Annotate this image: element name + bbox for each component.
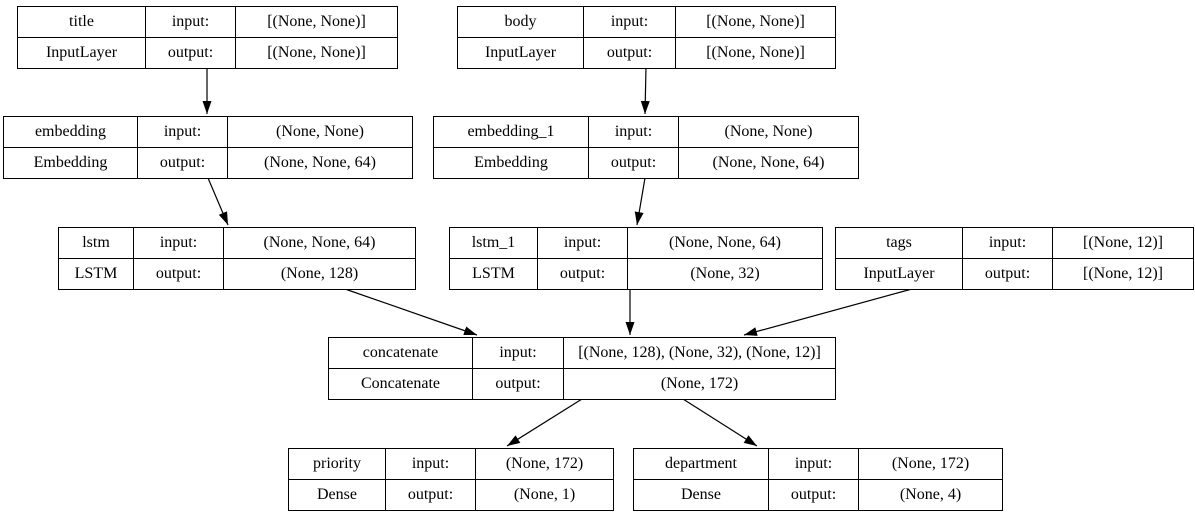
- output-shape: (None, 1): [475, 479, 614, 511]
- input-label: input:: [472, 337, 564, 369]
- input-shape: (None, 172): [475, 448, 614, 480]
- edge-concatenate-to-department: [682, 398, 758, 447]
- edge-embedding-to-lstm: [207, 177, 229, 226]
- input-shape: [(None, None)]: [675, 6, 836, 38]
- input-shape: (None, None): [678, 116, 859, 148]
- layer-name: concatenate: [328, 337, 473, 369]
- output-label: output:: [962, 258, 1053, 290]
- layer-name: lstm_1: [449, 227, 538, 259]
- input-label: input:: [588, 116, 679, 148]
- layer-type: InputLayer: [457, 37, 584, 69]
- layer-type: LSTM: [58, 258, 134, 290]
- layer-name: body: [457, 6, 584, 38]
- layer-name: title: [17, 6, 146, 38]
- layer-node-embedding_1: embedding_1 input: (None, None) Embeddin…: [433, 116, 859, 179]
- output-label: output:: [583, 37, 676, 69]
- edge-body-to-embedding_1: [640, 66, 650, 115]
- output-label: output:: [588, 147, 679, 179]
- edge-tags-to-concatenate: [743, 288, 913, 336]
- input-shape: (None, None, 64): [627, 227, 823, 259]
- output-shape: (None, 32): [627, 258, 823, 290]
- input-shape: (None, 172): [858, 448, 1003, 480]
- output-label: output:: [537, 258, 628, 290]
- layer-name: embedding: [3, 116, 138, 148]
- edge-embedding_1-to-lstm_1: [634, 177, 646, 226]
- output-shape: (None, 128): [223, 258, 416, 290]
- output-shape: (None, 4): [858, 479, 1003, 511]
- layer-name: tags: [835, 227, 963, 259]
- input-label: input:: [145, 6, 236, 38]
- layer-node-priority: priority input: (None, 172) Dense output…: [288, 448, 614, 511]
- input-shape: [(None, 128), (None, 32), (None, 12)]: [563, 337, 836, 369]
- layer-node-department: department input: (None, 172) Dense outp…: [633, 448, 1003, 511]
- layer-node-tags: tags input: [(None, 12)] InputLayer outp…: [835, 227, 1194, 290]
- output-shape: [(None, None)]: [235, 37, 398, 69]
- layer-name: embedding_1: [433, 116, 589, 148]
- layer-type: Concatenate: [328, 368, 473, 400]
- layer-node-concatenate: concatenate input: [(None, 128), (None, …: [328, 337, 836, 400]
- output-shape: [(None, 12)]: [1052, 258, 1194, 290]
- output-label: output:: [472, 368, 564, 400]
- output-label: output:: [768, 479, 859, 511]
- layer-node-lstm: lstm input: (None, None, 64) LSTM output…: [58, 227, 416, 290]
- layer-node-lstm_1: lstm_1 input: (None, None, 64) LSTM outp…: [449, 227, 823, 290]
- output-shape: [(None, None)]: [675, 37, 836, 69]
- output-label: output:: [385, 479, 476, 511]
- layer-node-embedding: embedding input: (None, None) Embedding …: [3, 116, 413, 179]
- input-shape: (None, None, 64): [223, 227, 416, 259]
- output-label: output:: [133, 258, 224, 290]
- layer-type: InputLayer: [835, 258, 963, 290]
- input-label: input:: [137, 116, 228, 148]
- edge-lstm-to-concatenate: [344, 288, 478, 336]
- input-shape: [(None, 12)]: [1052, 227, 1194, 259]
- input-shape: (None, None): [227, 116, 413, 148]
- input-label: input:: [537, 227, 628, 259]
- layer-type: Dense: [633, 479, 769, 511]
- output-label: output:: [137, 147, 228, 179]
- input-label: input:: [385, 448, 476, 480]
- input-label: input:: [133, 227, 224, 259]
- layer-name: priority: [288, 448, 386, 480]
- input-label: input:: [768, 448, 859, 480]
- layer-type: LSTM: [449, 258, 538, 290]
- layer-node-title: title input: [(None, None)] InputLayer o…: [17, 6, 398, 69]
- output-shape: (None, None, 64): [678, 147, 859, 179]
- layer-type: Embedding: [433, 147, 589, 179]
- edge-concatenate-to-priority: [506, 398, 583, 447]
- layer-type: Embedding: [3, 147, 138, 179]
- layer-node-body: body input: [(None, None)] InputLayer ou…: [457, 6, 836, 69]
- layer-name: department: [633, 448, 769, 480]
- layer-name: lstm: [58, 227, 134, 259]
- input-label: input:: [583, 6, 676, 38]
- output-shape: (None, None, 64): [227, 147, 413, 179]
- output-label: output:: [145, 37, 236, 69]
- layer-type: Dense: [288, 479, 386, 511]
- input-shape: [(None, None)]: [235, 6, 398, 38]
- input-label: input:: [962, 227, 1053, 259]
- layer-type: InputLayer: [17, 37, 146, 69]
- output-shape: (None, 172): [563, 368, 836, 400]
